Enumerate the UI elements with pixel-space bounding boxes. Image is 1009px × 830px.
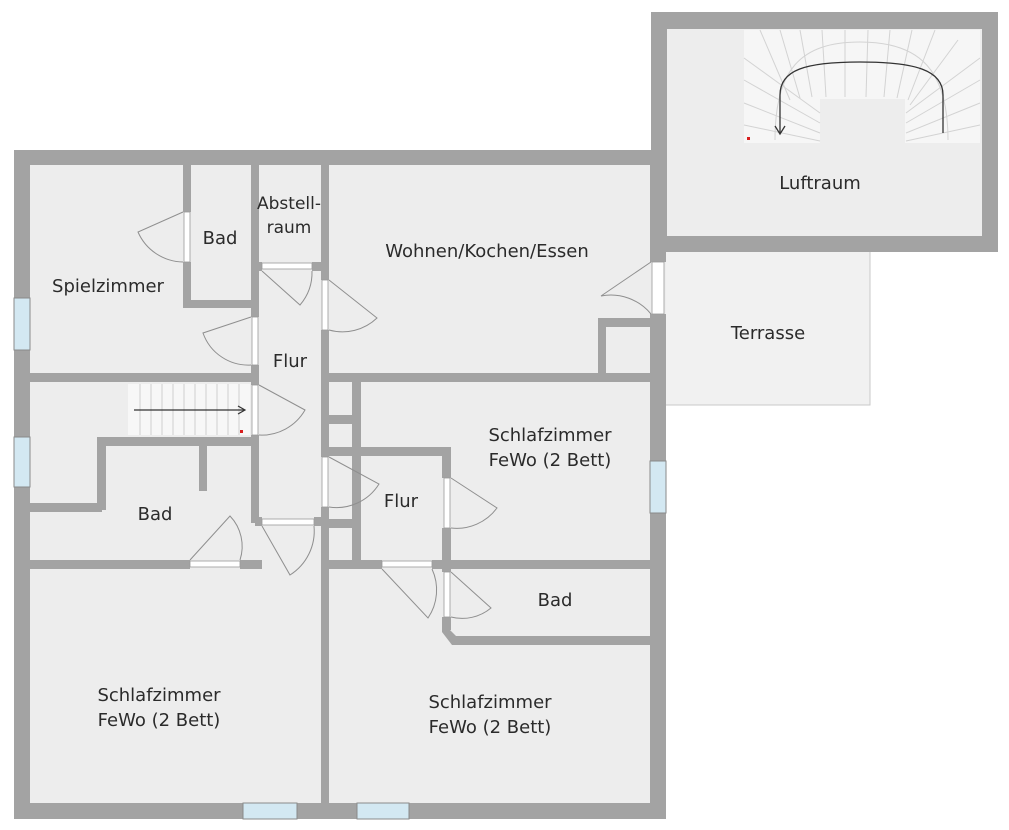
window <box>13 297 31 351</box>
stair-marker <box>747 137 750 140</box>
stairs-upper <box>743 29 981 143</box>
label-terrasse: Terrasse <box>730 323 805 344</box>
stairs-lower <box>128 384 250 435</box>
window <box>242 802 298 820</box>
label-bad-top: Bad <box>203 228 238 249</box>
main-floor <box>14 150 666 818</box>
label-spielzimmer: Spielzimmer <box>52 276 165 297</box>
door-swings <box>137 211 652 619</box>
terrace-floor <box>663 245 871 406</box>
windows <box>13 297 667 820</box>
label-flur-top: Flur <box>273 351 308 372</box>
door-frames <box>183 211 665 618</box>
window <box>649 460 667 514</box>
label-wohnen-kochen-essen: Wohnen/Kochen/Essen <box>385 241 589 262</box>
label-luftraum: Luftraum <box>779 173 861 194</box>
room-labels: Luftraum Spielzimmer Bad Abstell-raum Wo… <box>52 173 861 738</box>
label-bad-left: Bad <box>138 504 173 525</box>
window <box>356 802 410 820</box>
window <box>13 436 31 488</box>
label-flur-mid: Flur <box>384 491 419 512</box>
stair-marker <box>240 430 243 433</box>
stair-direction-arrow <box>779 61 944 133</box>
label-bad-right: Bad <box>538 590 573 611</box>
label-abstellraum: Abstell-raum <box>257 194 321 238</box>
